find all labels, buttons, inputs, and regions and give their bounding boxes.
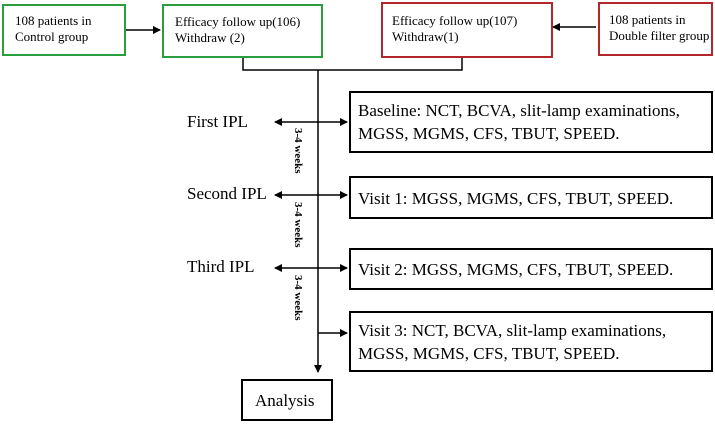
session-label-third-ipl: Third IPL xyxy=(187,257,255,276)
control-group-line2: Control group xyxy=(15,29,89,44)
merge-bracket xyxy=(242,58,463,71)
session-label-first-ipl: First IPL xyxy=(187,112,248,131)
baseline-line2: MGSS, MGMS, CFS, TBUT, SPEED. xyxy=(358,124,620,143)
interval-label-2: 3-4 weeks xyxy=(292,202,304,248)
interval-label-3: 3-4 weeks xyxy=(292,275,304,321)
filter-group-line2: Double filter group xyxy=(609,28,710,43)
control-group-line1: 108 patients in xyxy=(15,13,92,28)
visit1-line: Visit 1: MGSS, MGMS, CFS, TBUT, SPEED. xyxy=(358,189,674,208)
control-followup-box: Efficacy follow up(106) Withdraw (2) xyxy=(162,4,323,58)
control-group-box: 108 patients in Control group xyxy=(2,4,126,56)
analysis-label: Analysis xyxy=(255,391,315,410)
visit3-box: Visit 3: NCT, BCVA, slit-lamp examinatio… xyxy=(349,311,713,372)
interval-label-1: 3-4 weeks xyxy=(292,128,304,174)
filter-followup-line2: Withdraw(1) xyxy=(392,29,459,44)
control-followup-line2: Withdraw (2) xyxy=(175,30,245,45)
visit3-line1: Visit 3: NCT, BCVA, slit-lamp examinatio… xyxy=(358,321,667,340)
filter-followup-line1: Efficacy follow up(107) xyxy=(392,13,518,28)
analysis-box: Analysis xyxy=(241,379,333,421)
filter-followup-box: Efficacy follow up(107) Withdraw(1) xyxy=(381,2,553,58)
control-followup-line1: Efficacy follow up(106) xyxy=(175,14,301,29)
visit2-box: Visit 2: MGSS, MGMS, CFS, TBUT, SPEED. xyxy=(349,248,713,290)
baseline-box: Baseline: NCT, BCVA, slit-lamp examinati… xyxy=(349,91,713,153)
session-label-second-ipl: Second IPL xyxy=(187,184,267,203)
visit1-box: Visit 1: MGSS, MGMS, CFS, TBUT, SPEED. xyxy=(349,176,713,219)
visit3-line2: MGSS, MGMS, CFS, TBUT, SPEED. xyxy=(358,344,620,363)
baseline-line1: Baseline: NCT, BCVA, slit-lamp examinati… xyxy=(358,101,680,120)
filter-group-box: 108 patients in Double filter group xyxy=(598,2,713,56)
visit2-line: Visit 2: MGSS, MGMS, CFS, TBUT, SPEED. xyxy=(358,260,674,279)
filter-group-line1: 108 patients in xyxy=(609,12,686,27)
